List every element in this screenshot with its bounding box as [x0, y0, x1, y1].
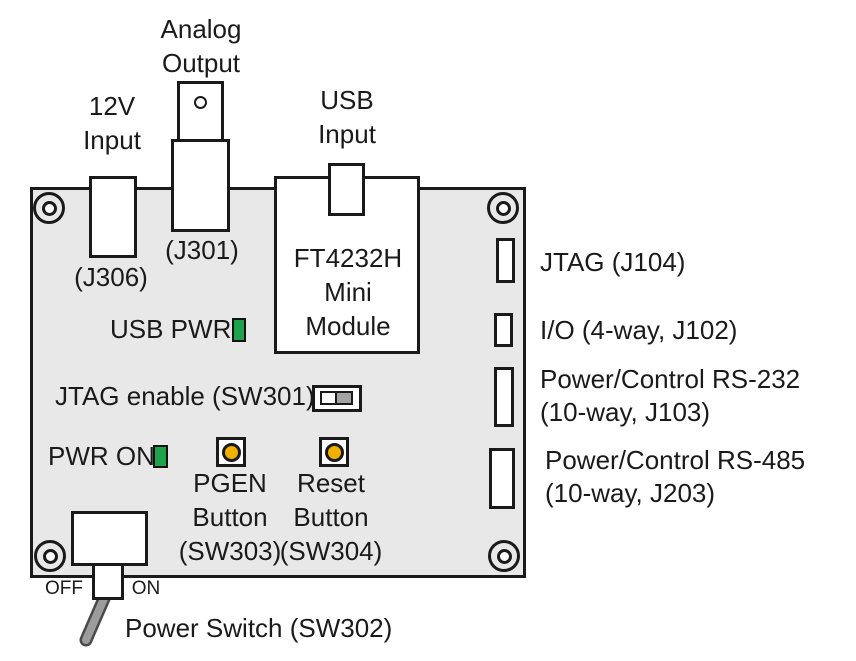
- power-switch-lever: [79, 590, 113, 647]
- label-j306: (J306): [74, 262, 148, 292]
- reset-button-cap: [324, 442, 344, 462]
- mounting-hole-inner: [41, 200, 57, 216]
- jtag-enable-switch-slot: [320, 391, 353, 405]
- connector-j306: [89, 176, 137, 258]
- power-switch-bushing: [92, 563, 124, 600]
- label-pwr-on: PWR ON: [48, 441, 155, 471]
- label-j301: (J301): [165, 235, 239, 265]
- jtag-connector: [496, 238, 515, 283]
- pgen-button: [216, 437, 246, 467]
- usb-connector: [328, 163, 365, 216]
- label-jtag-enable: JTAG enable (SW301): [55, 381, 315, 411]
- mounting-hole-top-left: [33, 192, 65, 224]
- connector-j301-plug-hole: [194, 96, 207, 109]
- label-usb-pwr: USB PWR: [110, 314, 232, 344]
- label-off: OFF: [45, 578, 83, 599]
- label-reset-button: Reset Button (SW304): [279, 468, 383, 566]
- label-pgen-button: PGEN Button (SW303): [178, 468, 282, 566]
- rs485-connector: [489, 448, 515, 509]
- label-analog-output: Analog Output: [160, 14, 242, 78]
- ft4232h-module-label: FT4232H Mini Module: [293, 243, 403, 341]
- mounting-hole-inner: [42, 548, 58, 564]
- connector-j301-body: [171, 139, 230, 232]
- usb-pwr-led: [232, 318, 246, 342]
- label-on: ON: [131, 578, 161, 599]
- label-rs485-j203: Power/Control RS-485 (10-way, J203): [545, 445, 806, 508]
- label-12v-input: 12V Input: [83, 91, 141, 155]
- mounting-hole-inner: [495, 200, 511, 216]
- mounting-hole-top-right: [487, 192, 519, 224]
- power-switch-body: [71, 511, 148, 566]
- label-power-switch: Power Switch (SW302): [125, 613, 393, 643]
- connector-j301-plug: [177, 81, 224, 139]
- label-jtag-j104: JTAG (J104): [540, 247, 686, 277]
- io-connector: [494, 313, 513, 347]
- mounting-hole-inner: [496, 548, 512, 564]
- label-usb-input: USB Input: [318, 85, 376, 149]
- reset-button: [319, 437, 349, 467]
- rs232-connector: [494, 367, 514, 427]
- label-io-j102: I/O (4-way, J102): [540, 315, 738, 345]
- pgen-button-cap: [221, 442, 241, 462]
- label-rs232-j103: Power/Control RS-232 (10-way, J103): [540, 364, 801, 427]
- mounting-hole-bottom-right: [488, 540, 520, 572]
- pwr-on-led: [153, 445, 168, 468]
- switch-knob: [335, 393, 351, 403]
- mounting-hole-bottom-left: [34, 540, 66, 572]
- switch-slot-empty: [322, 393, 335, 403]
